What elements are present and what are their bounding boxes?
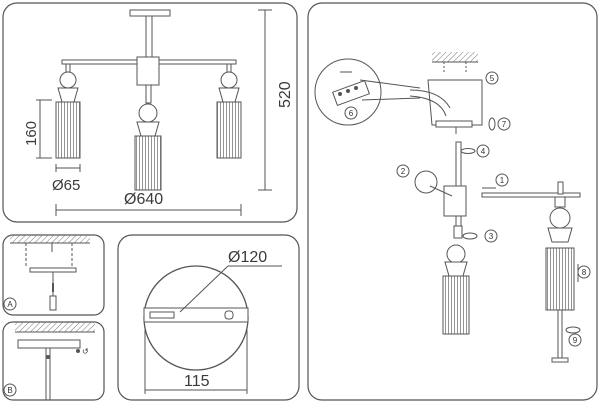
step-8: 8: [582, 268, 587, 277]
panel-canopy: Ø120 115: [117, 234, 300, 401]
dim-canopy-diameter: Ø120: [228, 249, 267, 266]
step-3: 3: [489, 232, 494, 241]
lamp-center: [134, 103, 162, 191]
step-6: 6: [349, 109, 354, 118]
step-7: 7: [502, 120, 507, 129]
lamp-left: [55, 63, 81, 159]
arm-assembly: 1 8 9: [481, 173, 591, 363]
panel-b-arrow: ↺: [82, 347, 89, 356]
panel-a: A: [2, 234, 105, 316]
dim-height: 520: [277, 81, 294, 108]
step-1: 1: [500, 176, 505, 185]
wiring-detail: 6: [314, 58, 421, 126]
panel-b: ↺ B: [2, 321, 105, 401]
step-9: 9: [573, 336, 578, 345]
ceiling-mount: 5 7: [409, 52, 511, 134]
dim-shade-height: 160: [23, 121, 40, 146]
panel-dimensions: 160 Ø65 520 Ø640: [2, 2, 298, 223]
dim-shade-diameter: Ø65: [52, 177, 80, 194]
step-4: 4: [481, 147, 486, 156]
rod-assembly: 4 2 3: [396, 141, 498, 243]
panel-assembly: 6 5 7 4 2: [307, 2, 598, 401]
label-a: A: [7, 300, 13, 309]
label-b: B: [7, 386, 12, 395]
step-2: 2: [401, 167, 406, 176]
dim-hole-spacing: 115: [184, 373, 210, 390]
lamp-assembly-center: [442, 244, 470, 335]
dim-total-width: Ø640: [124, 191, 163, 208]
lamp-right: [216, 63, 242, 159]
step-5: 5: [490, 74, 495, 83]
